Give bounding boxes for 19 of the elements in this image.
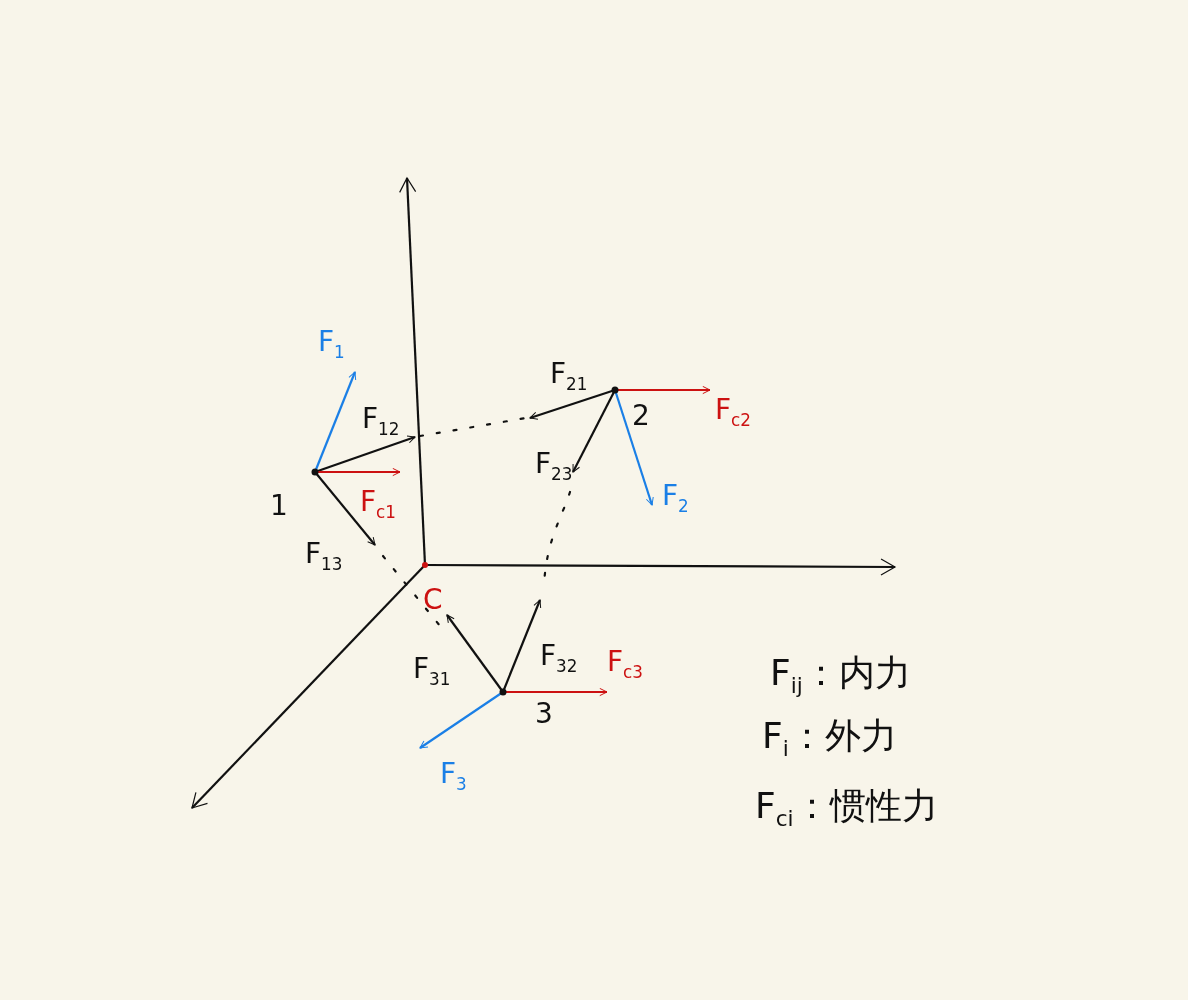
- legend-text: F$_{i}$：外力: [762, 718, 897, 760]
- particle-number: 1: [270, 492, 288, 520]
- force-label: F$_{2}$: [662, 482, 689, 515]
- force-label: F$_{c1}$: [360, 488, 396, 521]
- force-label: F$_{23}$: [535, 450, 573, 483]
- force-label: F$_{12}$: [362, 405, 400, 438]
- particle-number: 3: [535, 700, 553, 728]
- force-label: F$_{31}$: [413, 655, 451, 688]
- force-label: F$_{3}$: [440, 760, 467, 793]
- force-label: F$_{c3}$: [607, 648, 643, 681]
- center-of-mass-label: C: [423, 586, 443, 614]
- force-label: F$_{13}$: [305, 540, 343, 573]
- force-label: F$_{32}$: [540, 642, 578, 675]
- force-label: F$_{c2}$: [715, 396, 751, 429]
- force-label: F$_{1}$: [318, 328, 345, 361]
- legend-text: F$_{ci}$：惯性力: [755, 788, 938, 830]
- particle-number: 2: [632, 402, 650, 430]
- force-label: F$_{21}$: [550, 360, 588, 393]
- legend-text: F$_{ij}$：内力: [770, 655, 911, 697]
